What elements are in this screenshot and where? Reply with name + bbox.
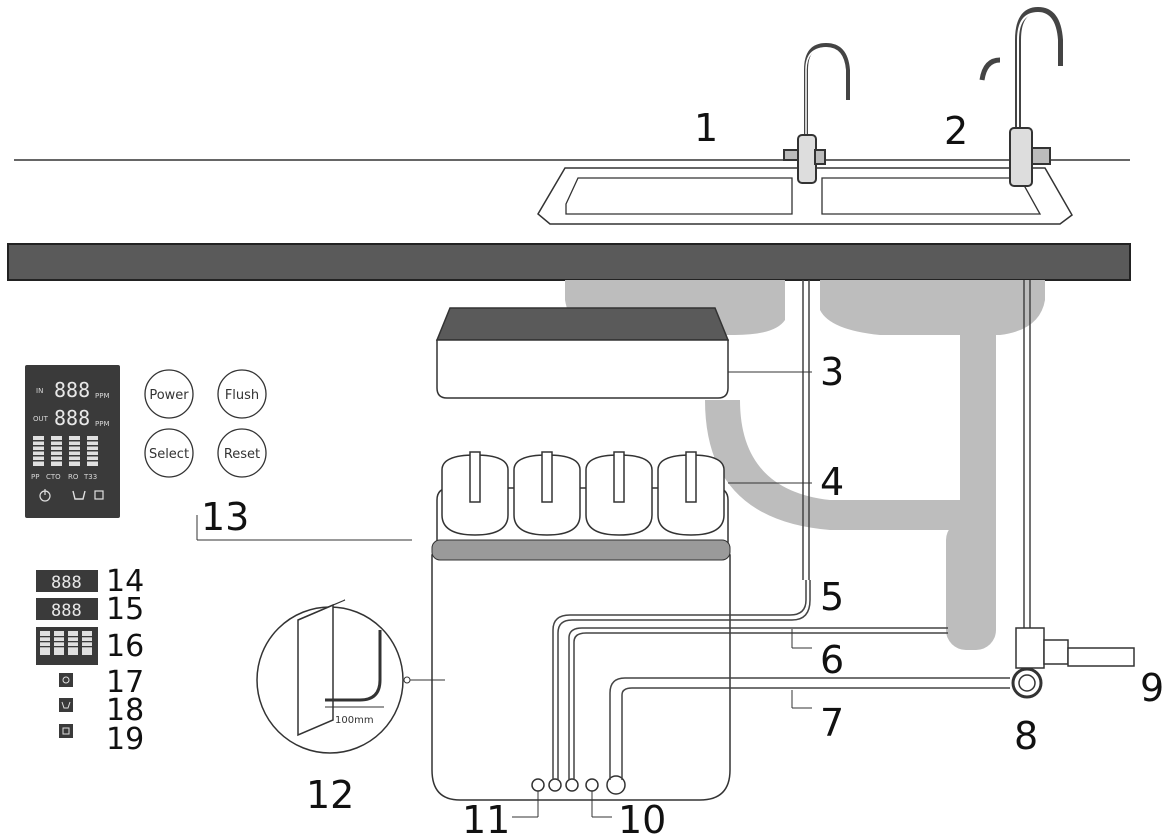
flush-button-label: Flush <box>225 388 259 403</box>
callout-6: 6 <box>820 638 844 682</box>
panel-filter-ro: RO <box>68 473 79 481</box>
callout-10: 10 <box>618 798 666 839</box>
select-button[interactable] <box>144 428 194 478</box>
sink-basin-left <box>565 177 793 215</box>
reset-button-label: Reset <box>224 447 260 462</box>
flush-icon <box>94 490 104 500</box>
thumb-water-icon <box>59 698 73 712</box>
dimension-label: 100mm <box>335 715 374 726</box>
faucet-2 <box>979 6 1063 187</box>
reset-button[interactable] <box>217 428 267 478</box>
panel-filter-pp: PP <box>31 473 39 481</box>
callout-12: 12 <box>306 773 354 817</box>
select-button-label: Select <box>149 447 189 462</box>
callout-15: 15 <box>106 592 144 627</box>
thumb-in-digits: 888 <box>51 573 82 593</box>
thumb-out-digits: 888 <box>51 601 82 621</box>
panel-filter-t33: T33 <box>83 473 97 481</box>
counter-slab <box>7 243 1131 281</box>
callout-9: 9 <box>1140 666 1164 710</box>
ports <box>531 775 626 795</box>
panel-filter-cto: CTO <box>46 473 61 481</box>
filter-unit <box>431 451 731 801</box>
leader-lines <box>196 371 812 818</box>
callout-13: 13 <box>201 495 249 539</box>
cover-tray <box>435 307 730 399</box>
callout-17: 17 <box>106 665 144 700</box>
callout-2: 2 <box>944 109 968 153</box>
panel-out-label: OUT <box>33 415 49 423</box>
control-panel: IN 888 PPM OUT 888 PPM PP CTO RO T33 <box>25 365 120 518</box>
callout-7: 7 <box>820 701 844 745</box>
thumb-power-icon <box>59 673 73 687</box>
callout-3: 3 <box>820 350 844 394</box>
power-button[interactable] <box>144 369 194 419</box>
callout-8: 8 <box>1014 714 1038 758</box>
panel-buttons <box>144 369 267 478</box>
panel-in-label: IN <box>36 387 43 395</box>
thumb-in-display <box>36 570 98 592</box>
callout-14: 14 <box>106 564 144 599</box>
faucet-1 <box>783 42 850 184</box>
flush-button[interactable] <box>217 369 267 419</box>
panel-out-unit: PPM <box>95 420 109 428</box>
thumb-out-display <box>36 598 98 620</box>
water-icon <box>72 490 86 500</box>
callout-11: 11 <box>462 798 510 839</box>
callout-19: 19 <box>106 722 144 757</box>
callout-1: 1 <box>694 106 718 150</box>
panel-out-digits: 888 <box>54 406 90 430</box>
callout-4: 4 <box>820 460 844 504</box>
power-icon <box>39 489 51 502</box>
inlet-valve <box>1011 627 1135 699</box>
bracket-detail: 100mm <box>256 599 445 754</box>
callout-18: 18 <box>106 693 144 728</box>
power-button-label: Power <box>149 388 189 403</box>
feed-tubes <box>802 280 1031 640</box>
legend-thumbnails: 888 888 <box>36 570 98 738</box>
thumb-flush-icon <box>59 724 73 738</box>
sink-basin-right <box>821 177 1042 215</box>
filter-caps <box>441 451 725 536</box>
panel-in-unit: PPM <box>95 392 109 400</box>
tubes <box>552 580 1010 780</box>
panel-in-digits: 888 <box>54 378 90 402</box>
callout-16: 16 <box>106 629 144 664</box>
callout-5: 5 <box>820 575 844 619</box>
